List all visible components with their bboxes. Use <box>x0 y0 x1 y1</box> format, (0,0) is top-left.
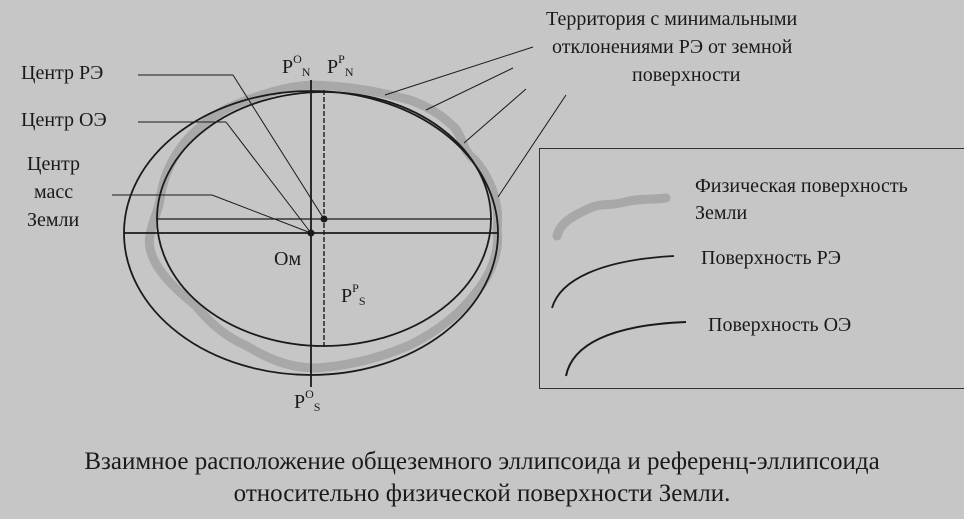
territory-label-line1: Территория с минимальными <box>546 8 798 30</box>
pole-south-oe: POS <box>294 387 320 415</box>
pole-north-oe-sup: O <box>293 52 302 66</box>
pole-north-re: PPN <box>327 52 353 80</box>
leader-territory-2 <box>425 67 514 111</box>
caption-line2: относительно физической поверхности Земл… <box>233 480 731 507</box>
pole-south-re-letter: P <box>341 285 353 307</box>
pole-north-oe: PON <box>282 52 310 80</box>
pole-north-re-letter: P <box>327 56 339 78</box>
leader-center-re-diag <box>232 74 325 220</box>
leader-center-oe-diag <box>225 121 312 234</box>
pole-south-re-sub: S <box>358 294 366 308</box>
pole-south-re: PPS <box>341 281 366 309</box>
center-mass-label-line1: Центр <box>27 153 81 175</box>
leader-territory-3 <box>463 88 527 144</box>
leader-center-mass-diag <box>211 194 312 234</box>
leader-territory-4 <box>497 94 567 198</box>
pole-south-re-sup: P <box>352 281 359 295</box>
legend-physical-label-line1: Физическая поверхность <box>695 175 908 197</box>
center-mass-label-line3: Земли <box>27 209 80 231</box>
center-mass-label-line2: масс <box>34 181 74 203</box>
pole-north-re-sub: N <box>344 65 354 79</box>
center-re-label: Центр РЭ <box>21 62 104 84</box>
territory-label-line3: поверхности <box>632 64 741 86</box>
pole-south-oe-sup: O <box>305 387 314 401</box>
territory-label-line2: отклонениями РЭ от земной <box>552 36 793 58</box>
om-label: Ом <box>274 248 302 270</box>
legend-re-sample <box>551 255 675 309</box>
pole-south-oe-sub: S <box>313 400 321 414</box>
leader-territory-1 <box>384 46 534 96</box>
legend-oe-label: Поверхность ОЭ <box>708 314 852 336</box>
pole-south-oe-letter: P <box>294 391 306 413</box>
legend-re-label: Поверхность РЭ <box>701 247 841 269</box>
legend-oe-sample <box>565 321 687 377</box>
pole-north-oe-sub: N <box>301 65 311 79</box>
legend-box <box>539 148 964 389</box>
pole-north-oe-letter: P <box>282 56 294 78</box>
pole-north-re-sup: P <box>338 52 345 66</box>
caption-line1: Взаимное расположение общеземного эллипс… <box>84 448 880 475</box>
legend-physical-sample <box>552 193 671 241</box>
center-oe-label: Центр ОЭ <box>21 109 107 131</box>
figure-caption: Взаимное расположение общеземного эллипс… <box>0 446 964 510</box>
legend-physical-label-line2: Земли <box>695 202 748 224</box>
